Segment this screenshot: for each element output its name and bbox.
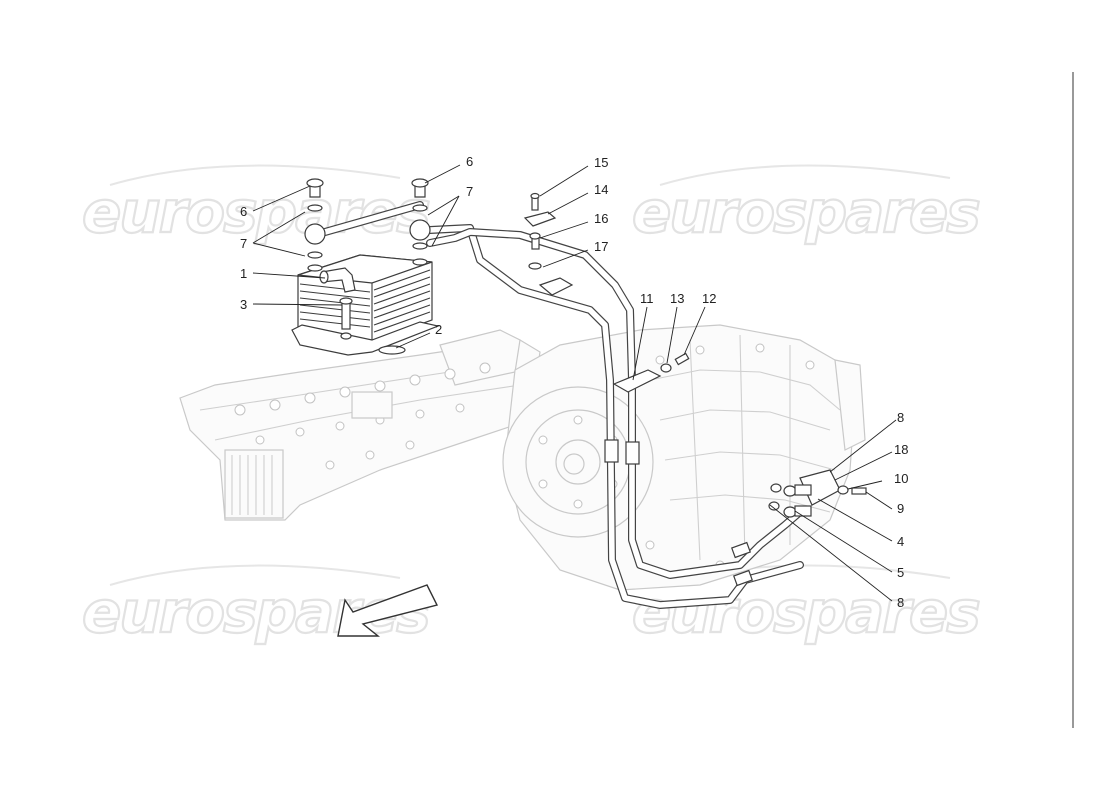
banjo-fittings xyxy=(304,178,431,272)
watermark-text: eurospares xyxy=(632,578,979,646)
callout-2: 2 xyxy=(435,322,442,337)
callout-14: 14 xyxy=(594,182,608,197)
callout-13: 13 xyxy=(670,291,684,306)
watermark-bottom-right: eurospares xyxy=(631,564,982,647)
watermark-top-right: eurospares xyxy=(631,164,982,247)
pipe-clamp-upper xyxy=(523,192,574,296)
callout-3: 3 xyxy=(240,297,247,312)
pipe-clamp-lower xyxy=(612,352,690,393)
callout-12: 12 xyxy=(702,291,716,306)
callout-5: 5 xyxy=(897,565,904,580)
callout-10: 10 xyxy=(894,471,908,486)
leader-lines xyxy=(252,164,897,602)
front-direction-arrow xyxy=(337,584,439,637)
callout-4: 4 xyxy=(897,534,904,549)
callout-9: 9 xyxy=(897,501,904,516)
callout-18: 18 xyxy=(894,442,908,457)
valve-body-ghost xyxy=(179,329,541,521)
pipe-connectors xyxy=(768,469,867,518)
callout-8b: 8 xyxy=(897,595,904,610)
callout-17: 17 xyxy=(594,239,608,254)
callout-11: 11 xyxy=(640,291,654,306)
callout-1: 1 xyxy=(240,266,247,281)
watermark-text: eurospares xyxy=(82,178,429,246)
callout-15: 15 xyxy=(594,155,608,170)
callout-6b: 6 xyxy=(466,154,473,169)
callout-6a: 6 xyxy=(240,204,247,219)
oil-cooler xyxy=(291,254,441,356)
transmission-case-ghost xyxy=(502,324,866,591)
callout-7a: 7 xyxy=(240,236,247,251)
watermark-top-left: eurospares xyxy=(81,164,432,247)
callout-labels: 6 6 7 7 1 3 2 15 14 16 17 11 13 12 8 18 … xyxy=(240,154,908,610)
callout-7b: 7 xyxy=(466,184,473,199)
watermark-text: eurospares xyxy=(632,178,979,246)
callout-16: 16 xyxy=(594,211,608,226)
callout-8a: 8 xyxy=(897,410,904,425)
